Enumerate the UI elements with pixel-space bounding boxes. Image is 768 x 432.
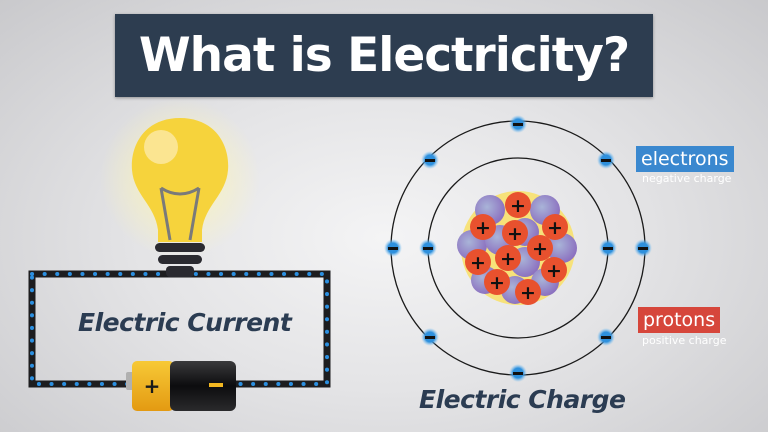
atom-diagram: + + + + + + + + + + [384,115,652,382]
protons-sublabel: positive charge [642,334,727,347]
svg-text:+: + [500,248,516,270]
electrons-sublabel: negative charge [642,172,732,185]
svg-text:+: + [546,260,562,282]
electron [634,239,652,257]
electron [509,115,527,133]
svg-text:+: + [470,252,486,274]
svg-text:+: + [510,195,526,217]
electric-current-label: Electric Current [78,308,292,337]
electron [597,328,615,346]
svg-text:+: + [489,272,505,294]
battery-positive: + [144,374,161,398]
protons: + + + + + + + + + + [465,192,568,305]
svg-text:+: + [507,223,523,245]
electron [421,151,439,169]
battery-negative-mark [209,383,223,387]
electron [421,328,439,346]
electron [384,239,402,257]
svg-text:+: + [532,238,548,260]
electron [509,364,527,382]
title-banner: What is Electricity? [115,14,653,97]
electrons-tag: electrons [636,146,734,172]
page-title: What is Electricity? [138,28,630,83]
protons-tag: protons [638,307,721,333]
svg-text:+: + [520,282,536,304]
battery-icon: + [126,361,236,411]
svg-text:+: + [547,217,563,239]
light-bulb-icon [100,98,260,277]
svg-text:+: + [475,217,491,239]
electron [597,151,615,169]
electrons [384,115,652,382]
electric-charge-label: Electric Charge [419,385,626,414]
electron [419,239,437,257]
electron [599,239,617,257]
